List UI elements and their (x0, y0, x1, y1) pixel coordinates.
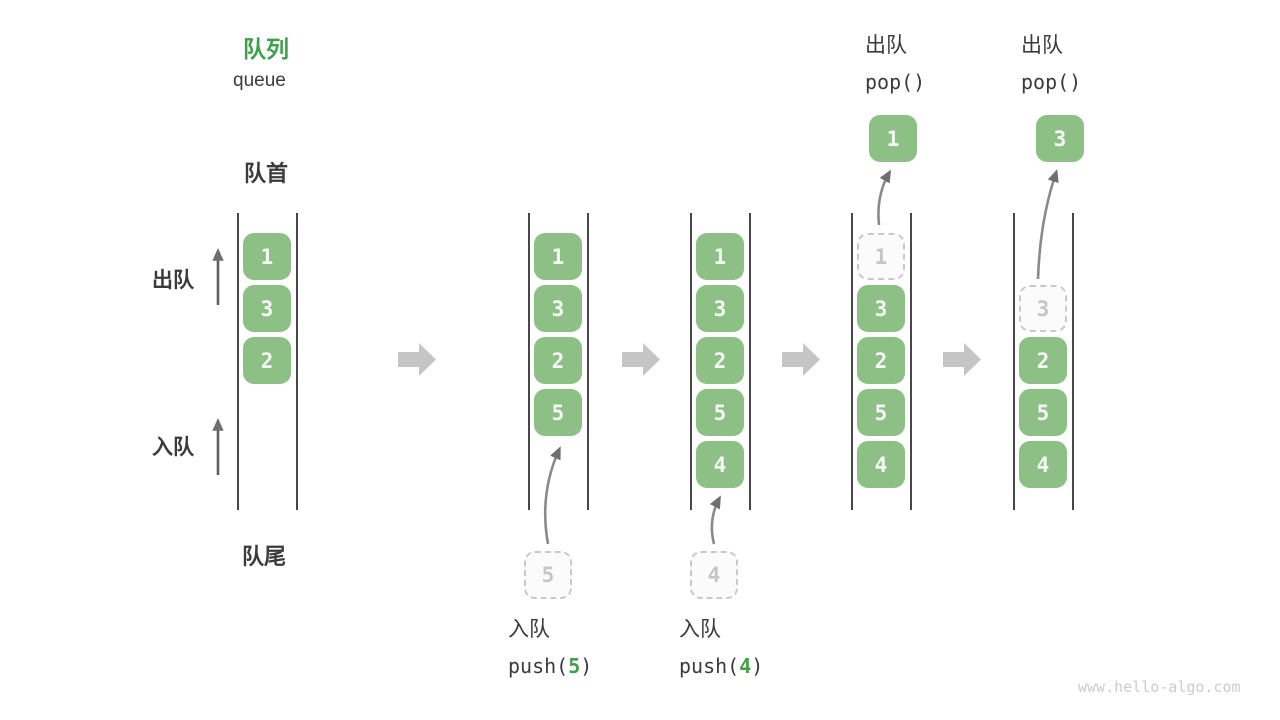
queue-column-3: 1 3 2 5 4 (690, 213, 751, 510)
state-transition-arrow-2 (622, 343, 660, 376)
pop-code: pop() (865, 70, 926, 94)
column-left-line (237, 213, 239, 510)
queue-column-4: 1 3 2 5 4 (851, 213, 912, 510)
column-right-line (296, 213, 298, 510)
enqueue-label: 入队 (508, 618, 550, 641)
dequeue-side-label: 出队 (152, 269, 194, 292)
pop-1-operation-label: 出队 pop() (865, 28, 925, 100)
staging-box-push-5: 5 (524, 551, 572, 599)
queue-cell: 3 (857, 285, 905, 332)
enqueue-label: 入队 (679, 618, 721, 641)
dequeue-label: 出队 (1021, 34, 1063, 57)
queue-column-5: 3 2 5 4 (1013, 213, 1074, 510)
popped-box-3: 3 (1036, 115, 1084, 162)
queue-cell: 1 (243, 233, 291, 280)
queue-cell: 4 (857, 441, 905, 488)
column-left-line (528, 213, 530, 510)
push-5-operation-label: 入队 push(5) (508, 612, 592, 684)
column-right-line (749, 213, 751, 510)
push-4-operation-label: 入队 push(4) (679, 612, 763, 684)
enqueue-side-label: 入队 (152, 436, 194, 459)
queue-front-label: 队首 (244, 161, 289, 186)
queue-cell-dashed: 1 (857, 233, 905, 280)
pop-3-operation-label: 出队 pop() (1021, 28, 1081, 100)
queue-cell: 2 (534, 337, 582, 384)
column-left-line (690, 213, 692, 510)
push-4-code: push(4) (679, 654, 764, 678)
queue-cell-dashed: 3 (1019, 285, 1067, 332)
queue-cell: 5 (1019, 389, 1067, 436)
diagram-title: 队列 (243, 36, 289, 62)
queue-cell: 4 (696, 441, 744, 488)
push-arg: 5 (568, 654, 581, 678)
queue-column-2: 1 3 2 5 (528, 213, 589, 510)
queue-column-1: 1 3 2 (237, 213, 298, 510)
column-right-line (910, 213, 912, 510)
queue-cell: 5 (857, 389, 905, 436)
state-transition-arrow-4 (943, 343, 981, 376)
dequeue-label: 出队 (865, 34, 907, 57)
queue-cell: 3 (243, 285, 291, 332)
diagram-subtitle: queue (233, 70, 286, 91)
queue-cell: 3 (696, 285, 744, 332)
column-right-line (1072, 213, 1074, 510)
staging-box-push-4: 4 (690, 551, 738, 599)
queue-cell: 5 (534, 389, 582, 436)
push-arg: 4 (739, 654, 752, 678)
queue-cell: 1 (534, 233, 582, 280)
queue-cell: 2 (696, 337, 744, 384)
queue-rear-label: 队尾 (242, 544, 287, 569)
push-5-code: push(5) (508, 654, 593, 678)
popped-box-1: 1 (869, 115, 917, 162)
state-transition-arrow-3 (782, 343, 820, 376)
column-right-line (587, 213, 589, 510)
pop-code: pop() (1021, 70, 1082, 94)
state-transition-arrow-1 (398, 343, 436, 376)
queue-cell: 2 (243, 337, 291, 384)
watermark: www.hello-algo.com (1078, 678, 1241, 696)
queue-cell: 2 (857, 337, 905, 384)
queue-cell: 1 (696, 233, 744, 280)
queue-cell: 2 (1019, 337, 1067, 384)
column-left-line (851, 213, 853, 510)
queue-cell: 5 (696, 389, 744, 436)
queue-cell: 4 (1019, 441, 1067, 488)
queue-cell: 3 (534, 285, 582, 332)
column-left-line (1013, 213, 1015, 510)
